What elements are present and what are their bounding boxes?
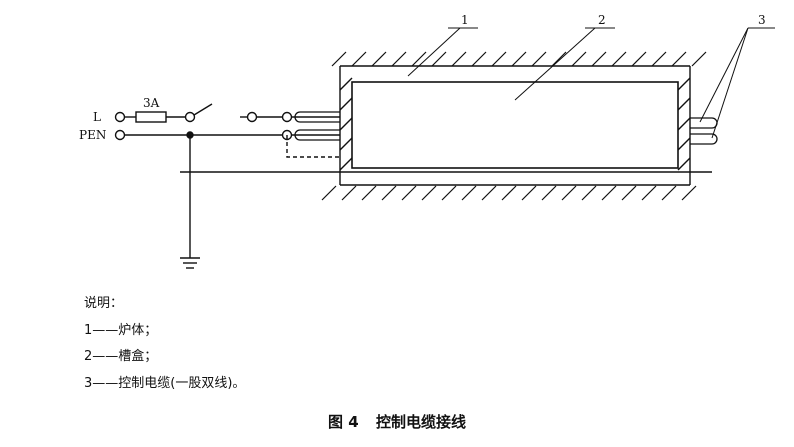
hatch-stroke: [571, 51, 587, 67]
hatch-stroke: [401, 185, 417, 201]
hatch-stroke: [611, 51, 627, 67]
hatch-stroke: [511, 51, 527, 67]
hatch-stroke: [361, 185, 377, 201]
dashed-bond: [286, 135, 340, 158]
hatch-stroke: [551, 51, 567, 67]
hatch-stroke: [581, 185, 597, 201]
hatch-stroke: [471, 51, 487, 67]
hatch-stroke: [561, 185, 577, 201]
furnace-body: [180, 51, 712, 201]
hatch-stroke: [681, 185, 697, 201]
callout-3: 3: [758, 13, 766, 27]
hatch-stroke: [351, 51, 367, 67]
terminal-label-l: L: [93, 110, 101, 124]
legend-item-1: 1——炉体；: [84, 323, 158, 338]
control-cable: [294, 111, 718, 145]
hatch-stroke: [371, 51, 387, 67]
switch-blade: [193, 103, 213, 116]
hatch-stroke: [341, 185, 357, 201]
hatch-stroke: [641, 185, 657, 201]
hatch-stroke: [321, 185, 337, 201]
hatch-stroke: [381, 185, 397, 201]
hatch-stroke: [421, 185, 437, 201]
furnace-hatch-top: [331, 51, 707, 67]
legend-item-3: 3——控制电缆(一股双线)。: [84, 376, 246, 391]
hatch-stroke: [431, 51, 447, 67]
hatch-stroke: [481, 185, 497, 201]
fuse: [135, 111, 167, 123]
legend-item-2: 2——槽盒；: [84, 349, 158, 364]
furnace-hatch-bottom: [321, 185, 697, 201]
legend-title: 说明：: [84, 296, 124, 311]
callout-2: 2: [598, 13, 606, 27]
hatch-stroke: [331, 51, 347, 67]
fuse-rating-label: 3A: [143, 96, 160, 110]
hatch-stroke: [591, 51, 607, 67]
hatch-stroke: [621, 185, 637, 201]
hatch-stroke: [661, 185, 677, 201]
hatch-stroke: [451, 51, 467, 67]
hatch-stroke: [671, 51, 687, 67]
figure-title: 控制电缆接线: [375, 413, 466, 431]
hatch-stroke: [521, 185, 537, 201]
switch-contact: [184, 111, 196, 123]
figure-caption: 图 4 控制电缆接线: [0, 411, 794, 432]
hatch-stroke: [541, 185, 557, 201]
hatch-stroke: [691, 51, 707, 67]
terminal-label-pen: PEN: [79, 128, 106, 142]
hatch-stroke: [651, 51, 667, 67]
hatch-stroke: [491, 51, 507, 67]
hatch-stroke: [631, 51, 647, 67]
hatch-stroke: [391, 51, 407, 67]
figure-number: 图 4: [328, 413, 359, 431]
hatch-stroke: [531, 51, 547, 67]
hatch-stroke: [441, 185, 457, 201]
hatch-stroke: [411, 51, 427, 67]
hatch-stroke: [461, 185, 477, 201]
ground-symbol: [180, 135, 200, 269]
callout-leaders: [407, 27, 775, 139]
pen-conductor: [114, 129, 340, 141]
line-conductor: [114, 103, 340, 123]
hatch-stroke: [601, 185, 617, 201]
callout-1: 1: [461, 13, 469, 27]
hatch-stroke: [501, 185, 517, 201]
cable-trough: [351, 81, 679, 169]
